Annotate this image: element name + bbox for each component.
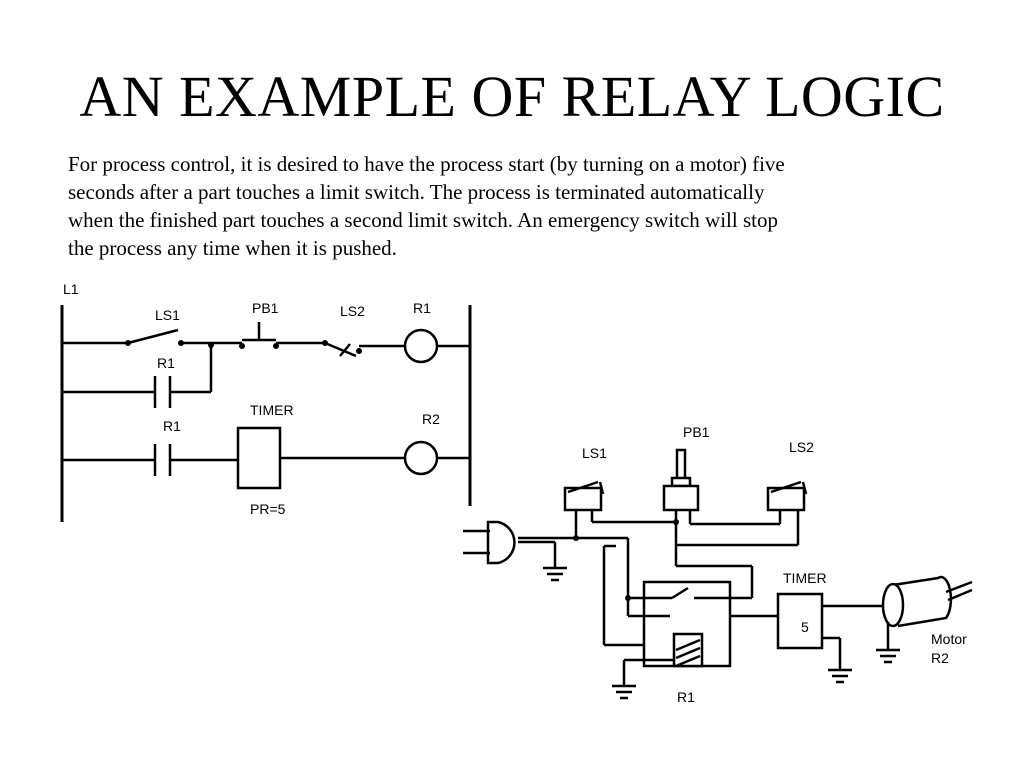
timer-value: 5 (801, 619, 809, 635)
label-r1-timer: R1 (163, 418, 181, 434)
rung-3: R1 TIMER PR=5 R2 (62, 402, 470, 517)
description-line: when the finished part touches a second … (68, 208, 778, 232)
coil-r1 (403, 328, 439, 364)
label-ls2: LS2 (340, 303, 365, 319)
ground-icon (828, 638, 852, 684)
plug-icon (463, 520, 555, 565)
wiring-diagram: LS1 PB1 LS2 (463, 424, 973, 705)
ground-icon (612, 660, 636, 700)
ground-icon (543, 542, 567, 582)
pb1-button-icon (662, 448, 700, 512)
rung-2: R1 (62, 345, 213, 408)
slide-title: AN EXAMPLE OF RELAY LOGIC (79, 64, 945, 129)
wiring-label-pb1: PB1 (683, 424, 710, 440)
wiring-label-timer: TIMER (783, 570, 827, 586)
label-coil-r1: R1 (413, 300, 431, 316)
rung-1: LS1 PB1 LS2 R1 (62, 300, 470, 364)
relay-contact-icon (626, 586, 752, 618)
description-line: the process any time when it is pushed. (68, 236, 397, 260)
wiring-label-motor: Motor (931, 631, 967, 647)
wiring-label-r1: R1 (677, 689, 695, 705)
rail-label-l1: L1 (63, 281, 79, 297)
label-timer: TIMER (250, 402, 294, 418)
coil-r2 (403, 440, 439, 476)
ls1-contact (127, 328, 179, 345)
relay-coil-icon (672, 632, 704, 668)
ladder-diagram: L1 LS1 PB1 LS2 R1 (60, 281, 472, 522)
label-pb1: PB1 (252, 300, 279, 316)
description-line: seconds after a part touches a limit swi… (68, 180, 765, 204)
timer-box (776, 592, 824, 650)
timer-block (236, 426, 282, 490)
ls2-contact (324, 341, 357, 358)
ls2-switch-icon (766, 480, 808, 512)
description-line: For process control, it is desired to ha… (68, 152, 785, 176)
label-ls1: LS1 (155, 307, 180, 323)
label-coil-r2: R2 (422, 411, 440, 427)
label-preset: PR=5 (250, 501, 286, 517)
label-r1-seal: R1 (157, 355, 175, 371)
motor-icon (881, 575, 973, 628)
wiring-label-ls1: LS1 (582, 445, 607, 461)
ls1-switch-icon (563, 480, 605, 512)
wiring-label-r2: R2 (931, 650, 949, 666)
wiring-label-ls2: LS2 (789, 439, 814, 455)
ground-icon (876, 648, 900, 664)
description: For process control, it is desired to ha… (68, 150, 968, 262)
